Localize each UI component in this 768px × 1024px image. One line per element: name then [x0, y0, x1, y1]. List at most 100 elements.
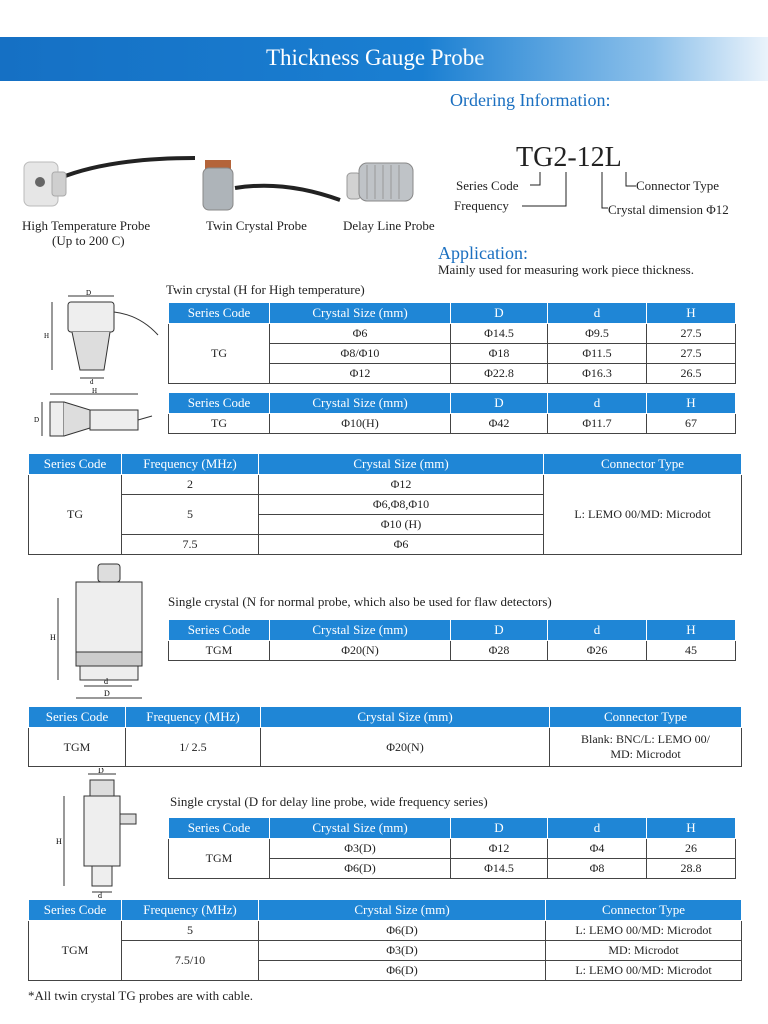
svg-text:H: H: [50, 633, 56, 642]
svg-text:H: H: [56, 837, 62, 846]
single-crystal-n-diagram: H d D: [50, 563, 143, 699]
table-cell: 26: [646, 838, 736, 859]
table-header-cell: Crystal Size (mm): [258, 899, 546, 921]
table-header-cell: Frequency (MHz): [125, 706, 261, 728]
table-cell: 45: [646, 640, 736, 661]
table-cell: TG: [168, 413, 270, 434]
table-cell: L: LEMO 00/MD: Microdot: [545, 960, 742, 981]
table-cell: MD: Microdot: [545, 940, 742, 961]
diagram-D-label: D: [86, 290, 91, 297]
table-cell: Φ9.5: [547, 323, 647, 344]
table-header-cell: H: [646, 817, 736, 839]
model-code: TG2-12L: [516, 142, 622, 173]
table-cell: Φ6(D): [258, 920, 546, 941]
table-row: 7.5/10 Φ3(D) MD: Microdot: [29, 940, 742, 981]
table-row: 5 Φ6,Φ8,Φ10: [29, 494, 742, 535]
table-header-cell: Crystal Size (mm): [269, 817, 451, 839]
svg-text:d: d: [104, 677, 108, 686]
table-cell: TG: [28, 474, 122, 555]
table-header-cell: Series Code: [168, 619, 270, 641]
table-row: TGM 1/ 2.5 Φ20(N) Blank: BNC/L: LEMO 00/…: [28, 727, 742, 767]
table-header-cell: Series Code: [168, 392, 270, 414]
table-cell: Φ4: [547, 838, 647, 859]
table-cell: Φ3(D): [258, 940, 546, 961]
series-code-label: Series Code: [456, 178, 519, 193]
table-cell: Φ14.5: [450, 323, 548, 344]
svg-text:D: D: [98, 768, 104, 775]
table-cell: Φ10(H): [269, 413, 451, 434]
table-header-cell: Frequency (MHz): [121, 899, 259, 921]
table-cell: 2: [121, 474, 259, 495]
table-header-cell: d: [547, 392, 647, 414]
high-temp-probe-label: High Temperature Probe: [22, 218, 151, 233]
table-header-cell: d: [547, 619, 647, 641]
table-cell: Φ6,Φ8,Φ10: [258, 494, 544, 515]
table-cell: Φ6(D): [258, 960, 546, 981]
table-header-cell: d: [547, 817, 647, 839]
svg-text:d: d: [98, 891, 102, 898]
connector-type-label: Connector Type: [636, 178, 719, 193]
table-cell: Φ12: [450, 838, 548, 859]
col-H: H: [646, 302, 736, 324]
table-header-cell: D: [450, 392, 548, 414]
table-cell: TGM: [28, 727, 126, 767]
table-cell: L: LEMO 00/MD: Microdot: [545, 920, 742, 941]
diagram-H-label: H: [44, 332, 49, 340]
table-cell: L: LEMO 00/MD: Microdot: [543, 474, 742, 555]
table-cell: 7.5/10: [121, 940, 259, 981]
ordering-lines: [522, 172, 636, 209]
high-temp-probe-image: [20, 150, 200, 220]
table-cell: Φ26: [547, 640, 647, 661]
single-crystal-d-table: Series Code Crystal Size (mm) D d H TGM …: [168, 817, 736, 879]
table-cell: Φ6: [269, 323, 451, 344]
table-cell: Φ8: [547, 858, 647, 879]
crystal-dimension-label: Crystal dimension Φ12: [608, 202, 729, 217]
single-crystal-n-caption: Single crystal (N for normal probe, whic…: [168, 594, 552, 609]
table-cell: Φ16.3: [547, 363, 647, 384]
table-header-cell: H: [646, 619, 736, 641]
table-row: TGM 5 Φ6(D) L: LEMO 00/MD: Microdot: [28, 920, 742, 981]
single-crystal-n-table: Series Code Crystal Size (mm) D d H TGM …: [168, 619, 736, 661]
single-crystal-d-caption: Single crystal (D for delay line probe, …: [170, 794, 488, 809]
table-cell: Φ11.7: [547, 413, 647, 434]
footnote: *All twin crystal TG probes are with cab…: [28, 988, 254, 1003]
table-header-cell: Crystal Size (mm): [258, 453, 544, 475]
col-crystal-size: Crystal Size (mm): [269, 302, 451, 324]
table-header-cell: Crystal Size (mm): [260, 706, 550, 728]
table-cell: 5: [121, 494, 259, 535]
twin-crystal-probe-image: [195, 150, 345, 220]
table-cell: Φ42: [450, 413, 548, 434]
table-header-cell: Crystal Size (mm): [269, 619, 451, 641]
table-cell: 27.5: [646, 343, 736, 364]
twin-crystal-table: Series Code Crystal Size (mm) D d H TG Φ…: [168, 302, 736, 384]
tgm-delay-frequency-table: Series Code Frequency (MHz) Crystal Size…: [28, 899, 742, 981]
table-cell: Φ22.8: [450, 363, 548, 384]
table-cell: TGM: [168, 640, 270, 661]
table-header-cell: H: [646, 392, 736, 414]
table-header-cell: Series Code: [168, 817, 270, 839]
table-header-cell: Series Code: [28, 899, 122, 921]
table-cell: TGM: [28, 920, 122, 981]
title-banner: Thickness Gauge Probe: [0, 37, 768, 81]
tg-frequency-table: Series Code Frequency (MHz) Crystal Size…: [28, 453, 742, 555]
twin-crystal-diagram: D H d: [44, 290, 159, 385]
table-cell: 67: [646, 413, 736, 434]
table-row: Φ6(D) L: LEMO 00/MD: Microdot: [29, 960, 742, 981]
delay-line-probe-label: Delay Line Probe: [343, 218, 435, 233]
svg-text:D: D: [34, 416, 39, 424]
table-cell: Φ6(D): [269, 858, 451, 879]
table-header-cell: Frequency (MHz): [121, 453, 259, 475]
table-cell: Φ3(D): [269, 838, 451, 859]
table-header-cell: D: [450, 619, 548, 641]
table-header-cell: D: [450, 817, 548, 839]
table-cell: 28.8: [646, 858, 736, 879]
application-heading: Application:: [438, 243, 528, 263]
table-row: 7.5 Φ6: [29, 534, 742, 555]
table-cell: 1/ 2.5: [125, 727, 261, 767]
